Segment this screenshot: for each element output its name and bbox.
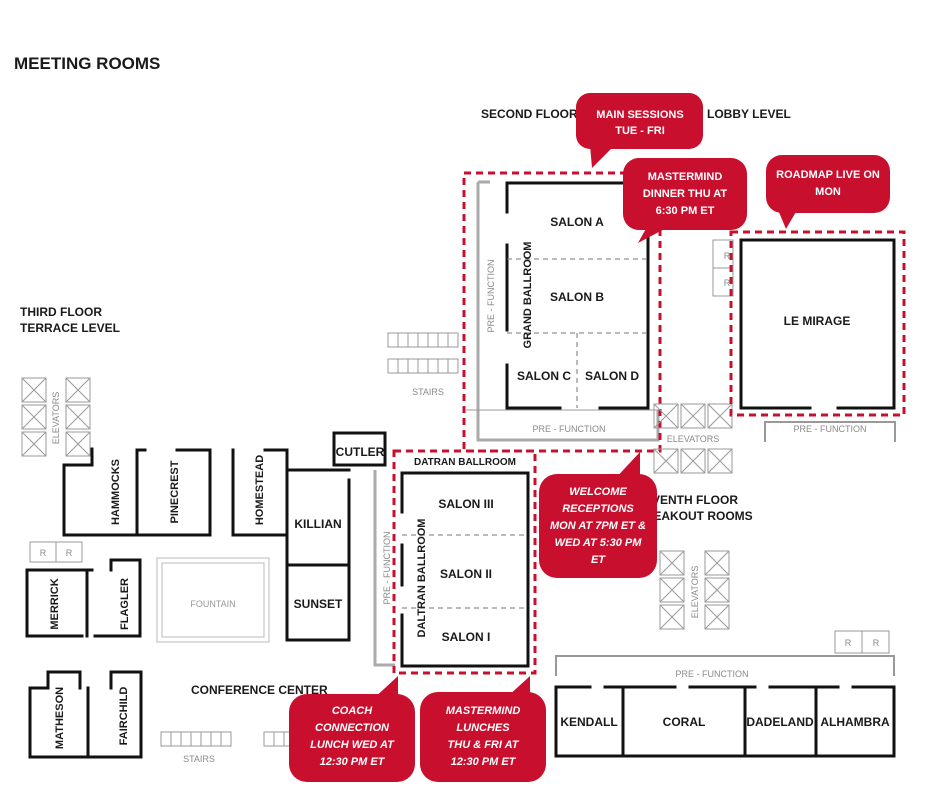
svg-text:ELEVATORS: ELEVATORS [690,566,700,619]
restrooms-seventh: R R [834,630,890,654]
main-sessions-highlight [462,171,662,453]
dadeland-label: DADELAND [746,715,814,729]
callout-mastermind-lunches[interactable]: MASTERMIND LUNCHES THU & FRI AT 12:30 PM… [420,676,546,782]
svg-text:STAIRS: STAIRS [183,754,215,764]
salon-iii-label: SALON III [438,497,493,511]
grand-ballroom-label: GRAND BALLROOM [522,242,534,349]
restroom-icon: R [40,548,47,558]
restroom-icon: R [724,251,731,261]
breakout-rooms-label: BREAKOUT ROOMS [636,509,753,523]
svg-text:MON AT 7PM ET &: MON AT 7PM ET & [550,520,646,532]
restroom-icon: R [845,638,852,648]
fountain: FOUNTAIN [156,557,270,643]
svg-text:ELEVATORS: ELEVATORS [667,434,720,444]
matheson-label: MATHESON [54,687,66,749]
salon-ii-label: SALON II [440,567,492,581]
callout-roadmap-live[interactable]: ROADMAP LIVE ON MON [766,155,890,229]
fairchild-label: FAIRCHILD [118,687,130,746]
fountain-label: FOUNTAIN [190,599,235,609]
restroom-icon: R [873,638,880,648]
restroom-icon: R [724,278,731,288]
datran-ballroom-header: DATRAN BALLROOM [414,457,516,468]
salon-d-label: SALON D [585,369,639,383]
svg-text:TUE - FRI: TUE - FRI [615,125,665,137]
restroom-icon: R [66,548,73,558]
callout-welcome-receptions[interactable]: WELCOME RECEPTIONS MON AT 7PM ET & WED A… [539,452,657,578]
salon-i-label: SALON I [442,630,491,644]
terrace-level-label: TERRACE LEVEL [20,321,120,335]
svg-text:WELCOME: WELCOME [569,486,627,498]
svg-text:DINNER THU AT: DINNER THU AT [643,188,728,200]
svg-text:MASTERMIND: MASTERMIND [446,705,521,717]
grand-prefunction-label: PRE - FUNCTION [533,424,606,434]
svg-text:LUNCH WED AT: LUNCH WED AT [310,739,395,751]
salon-b-label: SALON B [550,290,604,304]
flagler-label: FLAGLER [119,578,131,630]
hammocks-pinecrest[interactable]: HAMMOCKS PINECREST [62,447,212,537]
svg-text:MON: MON [815,186,841,198]
sunset-label: SUNSET [294,597,343,611]
salon-a-label: SALON A [550,215,604,229]
svg-text:CONNECTION: CONNECTION [315,722,390,734]
merrick-flagler[interactable]: MERRICK FLAGLER [25,558,142,638]
svg-text:THU & FRI AT: THU & FRI AT [448,739,520,751]
seventh-prefunction-label: PRE - FUNCTION [676,669,749,679]
merrick-label: MERRICK [49,578,61,629]
svg-text:ET: ET [591,554,606,566]
svg-text:MASTERMIND: MASTERMIND [648,171,723,183]
le-mirage-prefunction-label: PRE - FUNCTION [794,424,867,434]
coral-label: CORAL [663,715,706,729]
svg-text:12:30 PM ET: 12:30 PM ET [451,756,517,768]
grand-prefunction-vertical-label: PRE - FUNCTION [486,260,496,333]
svg-text:RECEPTIONS: RECEPTIONS [562,503,634,515]
kendall-label: KENDALL [560,715,617,729]
seventh-floor-rooms[interactable]: PRE - FUNCTION KENDALL CORAL DADELAND AL… [554,655,896,758]
roadmap-live-highlight [729,230,906,417]
salon-c-label: SALON C [517,369,571,383]
le-mirage-label: LE MIRAGE [784,314,851,328]
le-mirage-area[interactable]: R R LE MIRAGE PRE - FUNCTION [712,238,896,442]
homestead-label: HOMESTEAD [254,455,266,525]
svg-text:12:30 PM ET: 12:30 PM ET [320,756,386,768]
svg-text:ROADMAP LIVE ON: ROADMAP LIVE ON [776,169,880,181]
elevators-center: ELEVATORS [653,403,733,474]
seventh-floor-label: SEVENTH FLOOR [636,493,738,507]
stairs-bottom: STAIRS [160,731,295,764]
grand-ballroom-area[interactable]: SALON A SALON B SALON C SALON D GRAND BA… [466,180,660,442]
elevators-left: ELEVATORS [21,377,91,457]
hammocks-label: HAMMOCKS [110,459,122,525]
svg-text:6:30 PM ET: 6:30 PM ET [656,205,715,217]
matheson-fairchild[interactable]: MATHESON FAIRCHILD [28,670,143,759]
cutler-label: CUTLER [336,445,385,459]
callout-main-sessions[interactable]: MAIN SESSIONS TUE - FRI [576,93,703,168]
lobby-level-label: LOBBY LEVEL [707,107,791,121]
elevators-seventh: ELEVATORS [659,550,730,630]
conference-center-label: CONFERENCE CENTER [191,683,328,697]
pinecrest-label: PINECREST [169,460,181,523]
svg-text:STAIRS: STAIRS [412,387,444,397]
svg-text:COACH: COACH [332,705,373,717]
datran-highlight [392,449,537,675]
svg-text:ELEVATORS: ELEVATORS [51,392,61,445]
svg-text:MAIN SESSIONS: MAIN SESSIONS [596,109,683,121]
callout-mastermind-dinner[interactable]: MASTERMIND DINNER THU AT 6:30 PM ET [623,158,747,243]
svg-text:LUNCHES: LUNCHES [456,722,510,734]
svg-text:WED AT 5:30 PM: WED AT 5:30 PM [555,537,643,549]
stairs-grand: STAIRS [387,332,459,397]
killian-label: KILLIAN [294,517,341,531]
second-floor-label: SECOND FLOOR [481,107,578,121]
homestead-killian-sunset[interactable]: HOMESTEAD KILLIAN SUNSET CUTLER [231,431,387,642]
daltran-ballroom-label: DALTRAN BALLROOM [416,519,428,638]
restrooms-left: R R [29,541,83,563]
third-floor-label: THIRD FLOOR [20,305,102,319]
daltran-prefunction-label: PRE - FUNCTION [382,532,392,605]
page-title: MEETING ROOMS [14,54,160,73]
callout-coach-connection[interactable]: COACH CONNECTION LUNCH WED AT 12:30 PM E… [289,676,415,782]
daltran-ballroom-area[interactable]: PRE - FUNCTION DATRAN BALLROOM SALON III… [373,457,530,668]
alhambra-label: ALHAMBRA [820,715,890,729]
